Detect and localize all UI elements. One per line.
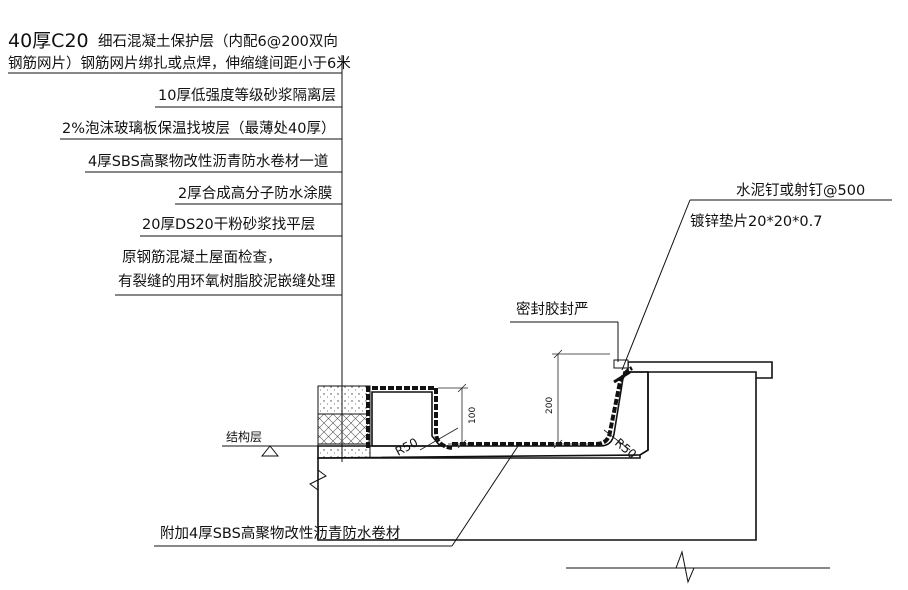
layer-label-1b: 细石混凝土保护层（内配6@200双向 <box>98 33 338 50</box>
callout-structure-text: 结构层 <box>226 429 262 444</box>
radius-left: R50 <box>393 435 420 458</box>
membrane-gutter <box>452 366 633 446</box>
callout-additional: 附加4厚SBS高聚物改性沥青防水卷材 <box>154 445 519 547</box>
nail-fixing <box>613 370 631 384</box>
layer-label-1a: 40厚C20 <box>8 30 89 52</box>
layer-label-9: 有裂缝的用环氧树脂胶泥嵌缝处理 <box>118 273 336 290</box>
layer-label-2: 钢筋网片）钢筋网片绑扎或点焊，伸缩缝间距小于6米 <box>8 55 351 72</box>
layer-label-4: 2%泡沫玻璃板保温找坡层（最薄处40厚） <box>62 119 335 137</box>
upstand-outline <box>628 361 773 379</box>
dimension-100: 100 <box>468 407 478 424</box>
break-line-left <box>309 458 327 540</box>
layer-label-6: 2厚合成高分子防水涂膜 <box>178 185 332 202</box>
layer-label-7: 20厚DS20干粉砂浆找平层 <box>142 215 315 233</box>
callout-sealant-text: 密封胶封严 <box>516 301 589 318</box>
callout-nail-text: 水泥钉或射钉@500 <box>736 182 865 199</box>
callout-washer-text: 镀锌垫片20*20*0.7 <box>690 213 822 230</box>
dimension-200: 200 <box>545 397 555 414</box>
layer-label-5: 4厚SBS高聚物改性沥青防水卷材一道 <box>88 153 328 170</box>
break-line-bottom <box>668 550 702 584</box>
callout-nail: 水泥钉或射钉@500 镀锌垫片20*20*0.7 <box>621 182 892 371</box>
callout-sealant: 密封胶封严 <box>510 301 619 362</box>
concrete-slab <box>317 361 773 541</box>
layer-label-list: 40厚C20 细石混凝土保护层（内配6@200双向 钢筋网片）钢筋网片绑扎或点焊… <box>8 30 351 462</box>
callout-structure: 结构层 <box>222 429 318 457</box>
roof-layers <box>317 385 371 459</box>
callout-additional-text: 附加4厚SBS高聚物改性沥青防水卷材 <box>160 525 400 542</box>
layer-label-3: 10厚低强度等级砂浆隔离层 <box>158 86 336 104</box>
layer-label-8: 原钢筋混凝土屋面检查， <box>122 249 282 266</box>
sealant-mark <box>613 359 629 369</box>
